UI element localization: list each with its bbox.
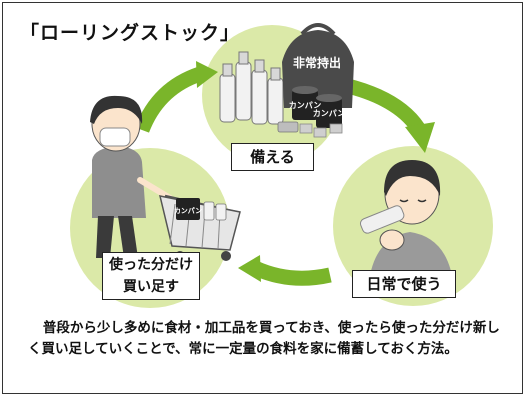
buy-label-line2: 買い足す <box>123 279 179 295</box>
woman-with-cart-illustration: カンパン <box>90 95 241 261</box>
description-text: 普段から少し多めに食材・加工品を買っておき、使ったら使った分だけ新しく買い足して… <box>28 320 500 357</box>
buy-label-line1: 使った分だけ <box>109 257 193 273</box>
use-label: 日常で使う <box>352 270 456 298</box>
arrow-prepare-to-use <box>342 77 435 153</box>
can-label-2: カンパン <box>313 108 345 118</box>
cans-illustration: カンパン カンパン <box>277 86 345 138</box>
arrow-use-to-buy <box>238 255 332 286</box>
cart-can-label: カンパン <box>174 206 202 215</box>
buy-label: 使った分だけ 買い足す <box>102 252 200 300</box>
bag-label: 非常持出 <box>293 55 341 70</box>
diagram-title: 「ローリングストック」 <box>20 22 241 44</box>
water-bottles-illustration <box>219 51 284 125</box>
arrow-buy-to-prepare <box>134 61 218 133</box>
can-label: カンパン <box>289 100 321 110</box>
prepare-label: 備える <box>231 143 314 171</box>
